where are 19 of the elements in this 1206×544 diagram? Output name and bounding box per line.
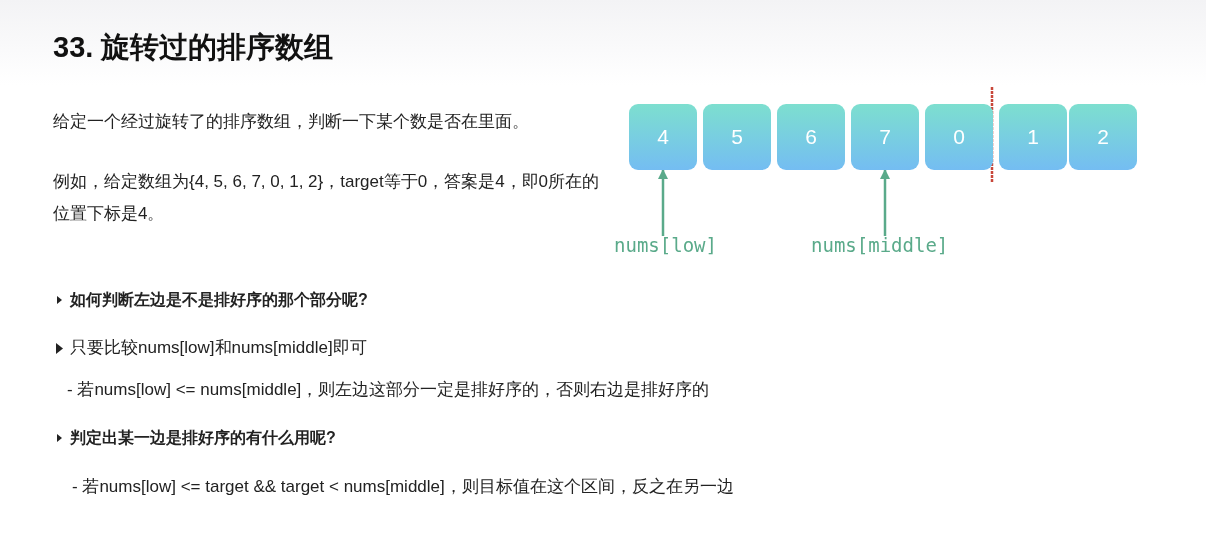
array-cell: 6 bbox=[777, 104, 845, 170]
arrow bbox=[880, 169, 890, 236]
text-line: 只要比较nums[low]和nums[middle]即可 bbox=[70, 337, 367, 359]
pointer-label: nums[low] bbox=[614, 234, 717, 256]
arrow bbox=[658, 169, 668, 236]
array-cell: 7 bbox=[851, 104, 919, 170]
text-line: 给定一个经过旋转了的排序数组，判断一下某个数是否在里面。 bbox=[53, 111, 530, 133]
text-line: - 若nums[low] <= target && target < nums[middle]，则目标值在这个区间，反之在另一边 bbox=[72, 476, 734, 498]
bullet-heading: 如何判断左边是不是排好序的那个部分呢? bbox=[70, 290, 368, 310]
array-cell: 0 bbox=[925, 104, 993, 170]
text-line: 例如，给定数组为{4, 5, 6, 7, 0, 1, 2}，target等于0，答案是4，即0所在的位置下标是4。 bbox=[53, 171, 601, 225]
bullet-heading: 判定出某一边是排好序的有什么用呢? bbox=[70, 428, 336, 448]
array-cell: 1 bbox=[999, 104, 1067, 170]
text-line: - 若nums[low] <= nums[middle]，则左边这部分一定是排好序的，否则右边是排好序的 bbox=[67, 379, 710, 401]
title: 33. 旋转过的排序数组 bbox=[53, 30, 334, 65]
array-cell: 2 bbox=[1069, 104, 1137, 170]
array-cell: 5 bbox=[703, 104, 771, 170]
array-cell: 4 bbox=[629, 104, 697, 170]
pointer-label: nums[middle] bbox=[811, 234, 949, 256]
